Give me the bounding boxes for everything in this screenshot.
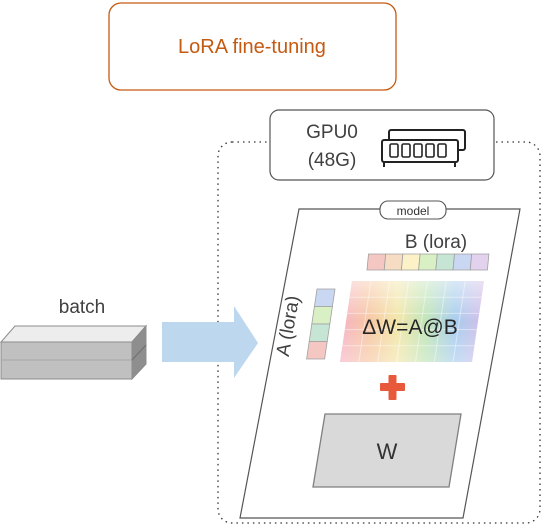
matrix-b-label: B (lora) [405, 232, 467, 253]
batch-label: batch [59, 297, 105, 318]
w-matrix-label: W [377, 439, 398, 464]
plus-icon [380, 375, 405, 400]
delta-w-matrix: ΔW=A@B [340, 280, 484, 363]
matrix-b-cell [366, 253, 387, 271]
title-text: LoRA fine-tuning [178, 36, 326, 58]
matrix-b: B (lora) [366, 232, 490, 271]
ram-modules-icon [381, 129, 466, 167]
title-box-border [108, 2, 397, 91]
matrix-a-cell [308, 323, 331, 342]
matrix-b-cell [418, 253, 438, 271]
gpu-name: GPU0 [306, 122, 358, 143]
matrix-b-cell [400, 253, 421, 271]
matrix-a-cell [313, 288, 336, 307]
model-tag: model [397, 204, 430, 218]
matrix-b-cell [383, 253, 404, 271]
batch-group: batch [0, 297, 148, 381]
matrix-a-cells [306, 288, 336, 360]
gpu-label-box: GPU0 (48G) [269, 109, 495, 181]
delta-w-label: ΔW=A@B [362, 316, 457, 339]
matrix-a-cell [306, 341, 328, 360]
title-box: LoRA fine-tuning [108, 2, 397, 91]
w-matrix-box [312, 413, 462, 488]
right-arrow-icon [162, 306, 258, 378]
batch-stack-icon [0, 324, 148, 381]
matrix-b-cells [366, 253, 490, 271]
model-tag-border [379, 200, 447, 220]
matrix-b-cell [469, 253, 490, 271]
delta-w-grid [342, 280, 482, 363]
matrix-b-cell [435, 253, 455, 271]
w-matrix: W [312, 413, 462, 488]
matrix-a-cell [311, 306, 333, 325]
matrix-b-cell [452, 253, 473, 271]
gpu-memory: (48G) [308, 150, 357, 171]
